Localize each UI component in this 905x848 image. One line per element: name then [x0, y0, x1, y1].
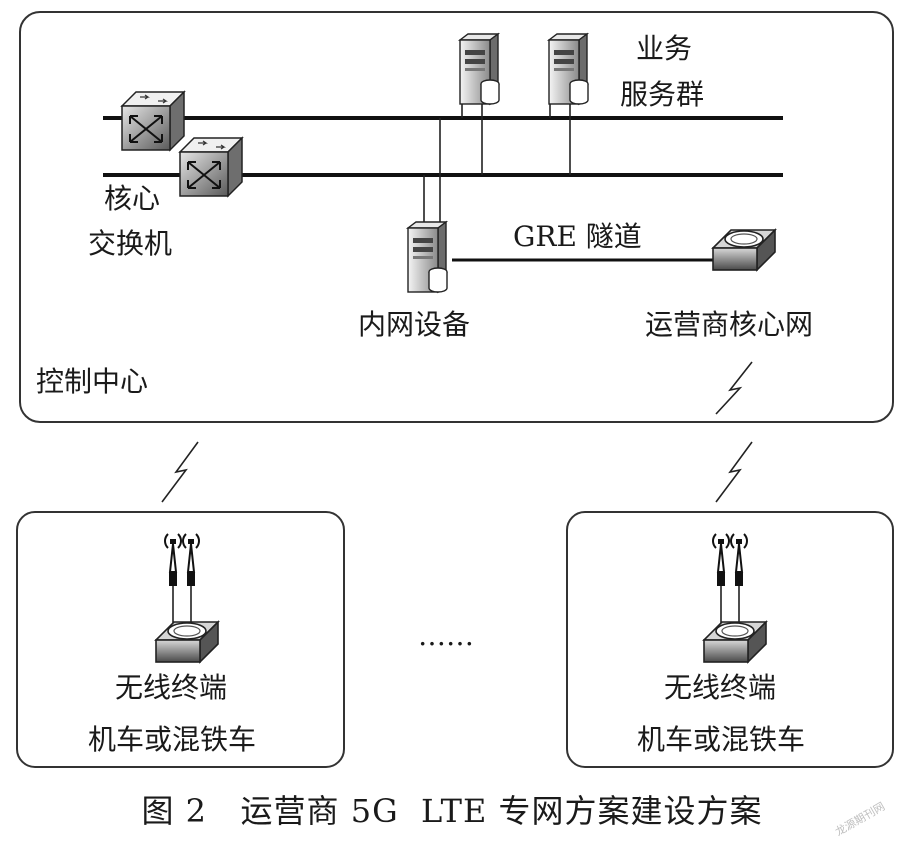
label-business-servers-2: 服务群 [620, 78, 704, 111]
core-switch-icon-2 [179, 137, 243, 197]
label-intranet-device: 内网设备 [358, 308, 470, 341]
figure-caption: 图 2 运营商 5G LTE 专网方案建设方案 [141, 792, 762, 830]
intranet-device-icon [407, 221, 448, 293]
label-terminal-left-1: 无线终端 [115, 671, 227, 704]
business-server-icon-1 [459, 33, 500, 105]
wireless-bolt-right-icon [715, 441, 753, 503]
label-control-center: 控制中心 [36, 365, 148, 398]
business-server-icon-2 [548, 33, 589, 105]
label-ellipsis: …… [418, 619, 474, 652]
wireless-bolt-left-icon [161, 441, 199, 503]
label-core-switch-2: 交换机 [88, 227, 172, 260]
label-core-switch-1: 核心 [104, 182, 160, 215]
core-switch-icon-1 [121, 91, 185, 151]
label-business-servers-1: 业务 [636, 32, 692, 65]
watermark-text: 龙源期刊网 [833, 799, 888, 839]
label-terminal-right-1: 无线终端 [664, 671, 776, 704]
wireless-bolt-carrier-icon [715, 361, 753, 415]
control-center-box [19, 11, 894, 423]
label-terminal-left-2: 机车或混铁车 [88, 723, 256, 756]
label-carrier-core: 运营商核心网 [645, 308, 813, 341]
label-gre-tunnel: GRE 隧道 [513, 220, 642, 253]
label-terminal-right-2: 机车或混铁车 [637, 723, 805, 756]
